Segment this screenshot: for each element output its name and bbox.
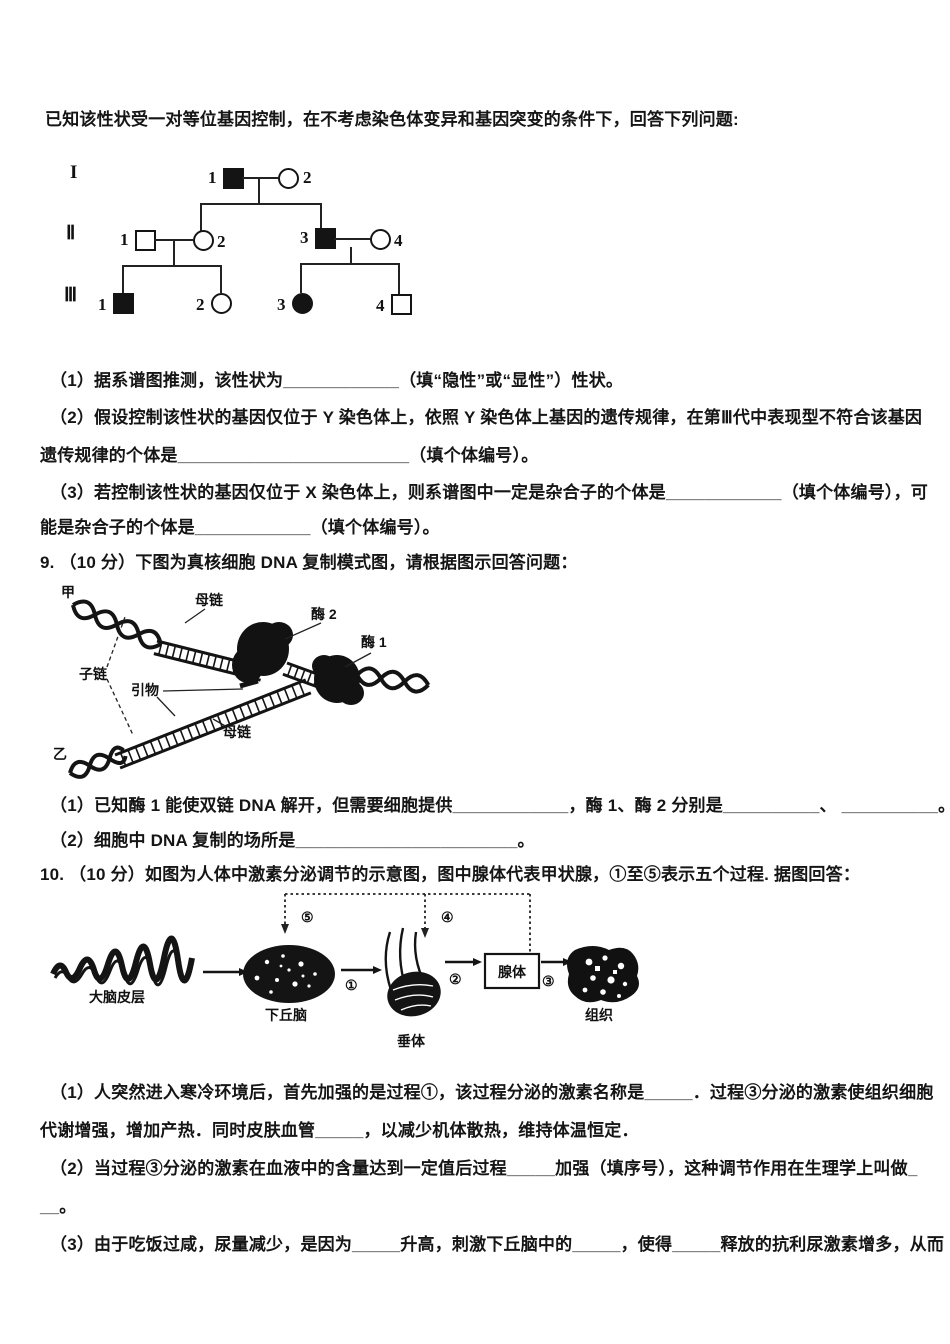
process-1-label: ① xyxy=(345,977,358,993)
enzyme1-label: 酶 1 xyxy=(361,634,387,650)
arrowhead xyxy=(473,958,482,966)
descent-line xyxy=(320,203,322,228)
q10-part1-line2: 代谢增强，增加产热．同时皮肤血管_____，以减少机体散热，维持体温恒定． xyxy=(40,1121,639,1140)
hypothalamus-label: 下丘脑 xyxy=(265,1007,307,1023)
q8-part2-line2: 遗传规律的个体是________________________（填个体编号）。 xyxy=(40,446,539,465)
dna-molecule-yi-label: 乙 xyxy=(53,746,67,762)
individual-number: 2 xyxy=(303,168,312,187)
pedigree-female-II4 xyxy=(370,229,391,250)
pedigree-female-I2 xyxy=(278,168,299,189)
individual-number: 3 xyxy=(277,295,286,314)
q10-part1-line1: （1）人突然进入寒冷环境后，首先加强的是过程①，该过程分泌的激素名称是_____… xyxy=(50,1083,934,1102)
primer-label: 引物 xyxy=(131,682,159,698)
individual-number: 4 xyxy=(394,231,403,250)
process-4-label: ④ xyxy=(441,909,454,925)
q9-part1: （1）已知酶 1 能使双链 DNA 解开，但需要细胞提供____________… xyxy=(50,796,950,815)
generation-label-3: Ⅲ xyxy=(64,285,78,306)
ladder-bottom xyxy=(114,678,312,770)
descent-line xyxy=(350,247,352,263)
pituitary-shape xyxy=(384,927,441,1017)
feedback-arrowhead-5 xyxy=(281,924,289,934)
individual-number: 4 xyxy=(376,296,385,315)
process-3-label: ③ xyxy=(542,973,555,989)
descent-line xyxy=(122,265,124,293)
q9-part2: （2）细胞中 DNA 复制的场所是_______________________… xyxy=(50,831,535,850)
q10-part3: （3）由于吃饭过咸，尿量减少，是因为_____升高，刺激下丘脑中的_____，使… xyxy=(50,1235,945,1254)
primer-segment xyxy=(239,678,259,689)
q10-part2-line2: __。 xyxy=(40,1197,77,1216)
pedigree-female-affected-III3 xyxy=(292,293,313,314)
generation-label-1: I xyxy=(70,162,78,183)
descent-line xyxy=(200,203,202,231)
individual-number: 1 xyxy=(208,168,217,187)
q10-stem: 10. （10 分）如图为人体中激素分泌调节的示意图，图中腺体代表甲状腺，①至⑤… xyxy=(40,865,861,884)
dna-replication-svg: 甲 母链 酶 2 酶 1 子链 引物 母链 乙 xyxy=(53,584,431,779)
feedback-arrowhead-4 xyxy=(421,928,429,938)
descent-line xyxy=(258,177,260,203)
hypothalamus-shape xyxy=(243,945,335,1003)
individual-number: 3 xyxy=(300,228,309,247)
gland-box xyxy=(483,952,541,990)
mother-strand-bottom-label: 母链 xyxy=(223,724,252,740)
pedigree-male-III4 xyxy=(391,294,412,315)
pedigree-diagram: I Ⅱ Ⅲ 1 2 1 2 3 4 1 2 xyxy=(60,158,450,323)
individual-number: 1 xyxy=(98,295,107,314)
q8-part2-line1: （2）假设控制该性状的基因仅位于 Y 染色体上，依照 Y 染色体上基因的遗传规律… xyxy=(50,408,923,427)
hormone-regulation-diagram: ⑤ ④ 大脑皮层 下丘脑 xyxy=(45,888,655,1053)
feedback-dotted-lines xyxy=(284,893,531,954)
sibling-line xyxy=(300,263,399,265)
cortex-label: 大脑皮层 xyxy=(89,989,145,1005)
q10-part2-line1: （2）当过程③分泌的激素在血液中的含量达到一定值后过程_____加强（填序号），… xyxy=(50,1159,918,1178)
daughter-strand-label: 子链 xyxy=(79,666,108,682)
pedigree-female-II2 xyxy=(193,230,214,251)
descent-line xyxy=(173,240,175,265)
individual-number: 2 xyxy=(196,295,205,314)
mother-strand-top-label: 母链 xyxy=(195,592,224,608)
tissue-shape xyxy=(567,946,639,1003)
couple-line xyxy=(242,177,278,179)
intro-text: 已知该性状受一对等位基因控制，在不考虑染色体变异和基因突变的条件下，回答下列问题… xyxy=(45,110,739,129)
cortex-shape xyxy=(50,935,195,987)
enzyme1-blob xyxy=(312,655,364,705)
individual-number: 1 xyxy=(120,230,129,249)
enzyme2-label: 酶 2 xyxy=(311,606,337,622)
pituitary-label: 垂体 xyxy=(397,1033,426,1049)
dna-replication-diagram: 甲 母链 酶 2 酶 1 子链 引物 母链 乙 xyxy=(45,583,495,783)
generation-label-2: Ⅱ xyxy=(66,223,76,244)
pedigree-male-II1 xyxy=(135,230,156,251)
descent-line xyxy=(300,263,302,293)
tissue-label: 组织 xyxy=(585,1007,613,1023)
individual-number: 2 xyxy=(217,232,226,251)
q8-part1: （1）据系谱图推测，该性状为____________（填“隐性”或“显性”）性状… xyxy=(50,371,624,390)
helix-right xyxy=(355,666,431,694)
process-2-label: ② xyxy=(449,971,462,987)
pedigree-male-affected-III1 xyxy=(113,293,134,314)
helix-top-left xyxy=(71,599,163,650)
arrowhead xyxy=(373,966,382,974)
q8-part3-line1: （3）若控制该性状的基因仅位于 X 染色体上，则系谱图中一定是杂合子的个体是__… xyxy=(50,483,928,502)
gland-label: 腺体 xyxy=(498,964,527,980)
q8-part3-line2: 能是杂合子的个体是____________（填个体编号）。 xyxy=(40,518,440,537)
helix-bottom-left xyxy=(68,745,128,779)
hormone-regulation-svg: ⑤ ④ 大脑皮层 下丘脑 xyxy=(50,893,639,1049)
descent-line xyxy=(220,265,222,293)
pedigree-female-III2 xyxy=(211,293,232,314)
label-pointer-lines xyxy=(106,608,372,736)
dna-molecule-jia-label: 甲 xyxy=(61,584,75,600)
pedigree-male-affected-II3 xyxy=(315,228,336,249)
sibling-line xyxy=(122,265,221,267)
process-5-label: ⑤ xyxy=(301,909,314,925)
sibling-line xyxy=(200,203,320,205)
descent-line xyxy=(398,263,400,294)
couple-line xyxy=(334,238,370,240)
enzyme2-blob xyxy=(232,622,293,683)
couple-line xyxy=(154,239,193,241)
q9-stem: 9. （10 分）下图为真核细胞 DNA 复制模式图，请根据图示回答问题： xyxy=(40,553,578,572)
pedigree-male-affected-I1 xyxy=(223,168,244,189)
